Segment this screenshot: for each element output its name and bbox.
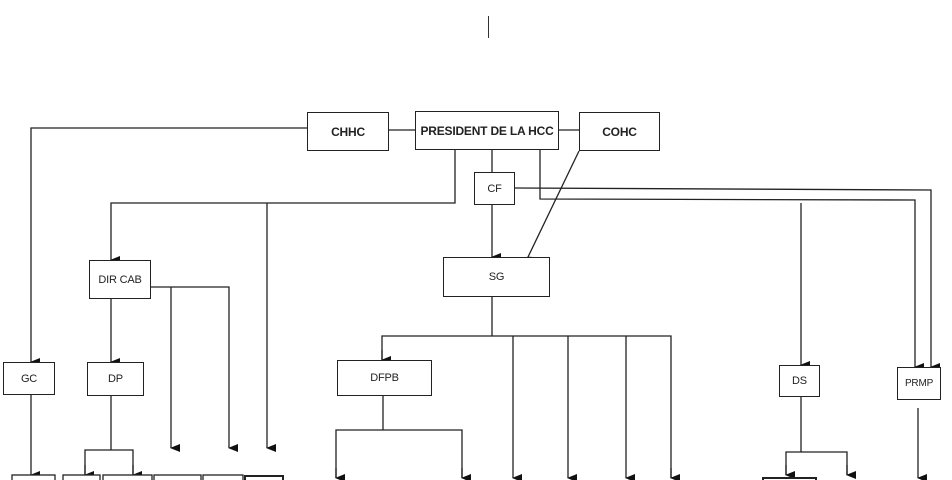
node-chhc: CHHC bbox=[307, 112, 389, 151]
node-dp: DP bbox=[87, 362, 144, 396]
child-box bbox=[102, 474, 153, 480]
edge-cf-prmp bbox=[514, 187, 940, 371]
edge-president-prmp bbox=[539, 150, 924, 371]
node-dir-cab: DIR CAB bbox=[89, 260, 151, 299]
child-box bbox=[153, 474, 202, 480]
edge-sg-bus bbox=[381, 335, 672, 478]
node-dfpb: DFPB bbox=[337, 360, 432, 396]
edge-chhc-gc bbox=[30, 127, 307, 366]
node-president: PRESIDENT DE LA HCC bbox=[415, 111, 559, 150]
edge-ds-bus bbox=[785, 451, 848, 475]
child-box bbox=[762, 477, 817, 480]
edge-dircab-bus bbox=[151, 286, 238, 452]
node-prmp: PRMP bbox=[897, 367, 941, 400]
text-cursor bbox=[488, 16, 489, 38]
node-sg: SG bbox=[443, 257, 550, 297]
node-cohc: COHC bbox=[579, 112, 660, 151]
child-box bbox=[202, 474, 244, 480]
edge-president-dircab bbox=[110, 150, 456, 264]
child-box bbox=[62, 474, 101, 480]
edge-cohc-sg bbox=[527, 150, 580, 265]
node-cf: CF bbox=[474, 172, 515, 205]
child-box bbox=[11, 474, 56, 480]
node-ds: DS bbox=[779, 365, 820, 397]
edge-dfpb-bus bbox=[335, 429, 463, 478]
node-gc: GC bbox=[3, 362, 55, 395]
child-box bbox=[244, 475, 284, 480]
edge-dp-children bbox=[84, 449, 134, 475]
